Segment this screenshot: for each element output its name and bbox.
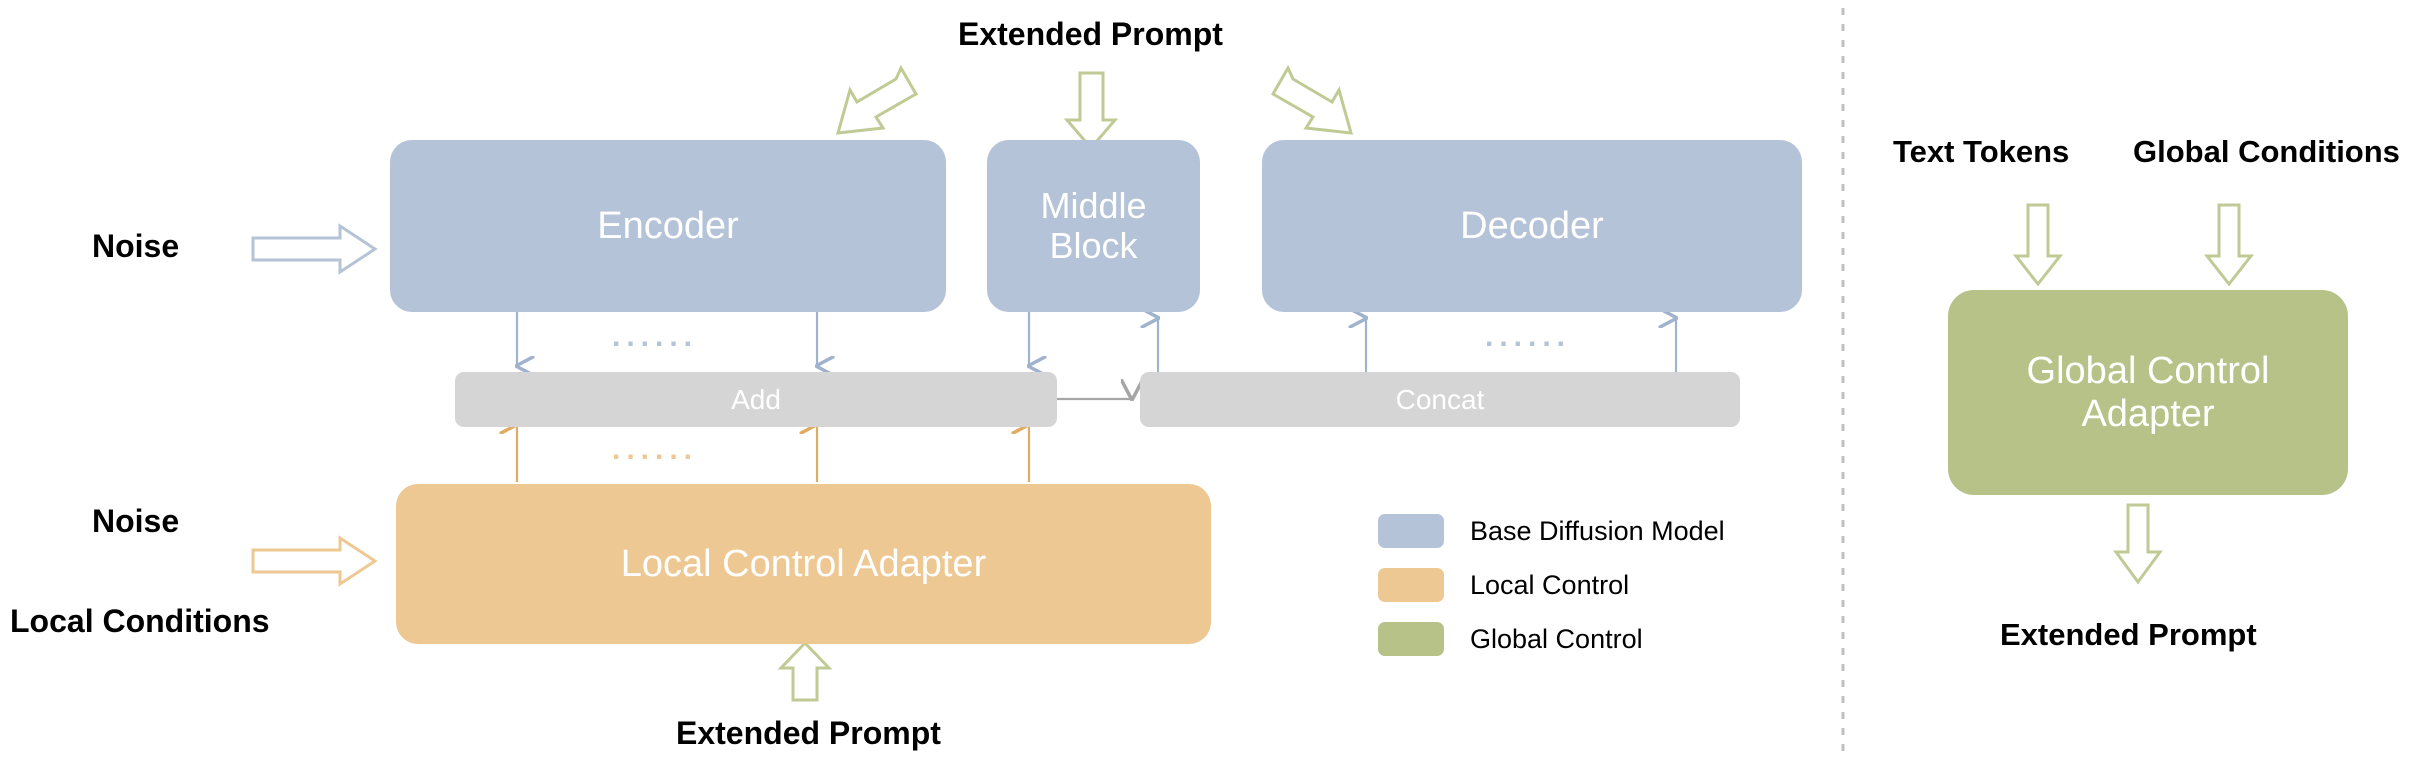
label-noise-bottom: Noise — [92, 503, 180, 539]
label-extended-prompt-bottom: Extended Prompt — [676, 715, 941, 751]
extended-prompt-to-middleblock-arrow — [1063, 71, 1119, 151]
extended-prompt-to-encoder-arrow — [835, 64, 919, 135]
legend-label-global-control: Global Control — [1470, 623, 1643, 654]
block-encoder-label: Encoder — [597, 204, 739, 247]
noise-to-encoder-arrow — [251, 223, 378, 275]
block-middle-block-label-line2: Block — [1049, 225, 1138, 266]
block-middle-block[interactable]: Middle Block — [987, 140, 1200, 312]
label-extended-prompt-top: Extended Prompt — [958, 16, 1223, 52]
block-decoder-label: Decoder — [1460, 204, 1604, 247]
adapter-add-ellipsis: ...... — [612, 433, 699, 466]
text-tokens-to-global-adapter-arrow — [2012, 203, 2064, 287]
adapter-to-add-arrows — [517, 424, 1029, 482]
extended-prompt-to-decoder-arrow — [1270, 64, 1354, 135]
legend: Base Diffusion Model Local Control Globa… — [1378, 514, 1725, 656]
legend-item-global-control: Global Control — [1378, 622, 1725, 656]
block-global-control-adapter-label-line2: Adapter — [2081, 392, 2215, 435]
block-encoder[interactable]: Encoder — [390, 140, 946, 312]
block-local-control-adapter-label: Local Control Adapter — [620, 542, 987, 585]
concat-decoder-ellipsis: ...... — [1485, 320, 1572, 353]
block-add[interactable]: Add — [455, 372, 1057, 427]
block-global-control-adapter[interactable]: Global Control Adapter — [1948, 290, 2348, 495]
block-concat-label: Concat — [1395, 383, 1485, 415]
legend-label-local-control: Local Control — [1470, 569, 1630, 600]
block-decoder[interactable]: Decoder — [1262, 140, 1802, 312]
legend-label-base-diffusion-model: Base Diffusion Model — [1470, 515, 1725, 546]
label-global-conditions: Global Conditions — [2133, 134, 2400, 169]
global-conditions-to-global-adapter-arrow — [2203, 203, 2255, 287]
label-text-tokens: Text Tokens — [1893, 134, 2070, 169]
label-noise-top: Noise — [92, 228, 180, 264]
noise-to-adapter-arrow — [251, 535, 378, 587]
block-add-label: Add — [731, 383, 781, 415]
legend-swatch-local-control — [1378, 568, 1444, 602]
legend-item-base-diffusion-model: Base Diffusion Model — [1378, 514, 1725, 548]
label-extended-prompt-right: Extended Prompt — [2000, 617, 2257, 652]
encoder-add-ellipsis: ...... — [612, 320, 699, 353]
concat-to-blocks-arrows — [1158, 318, 1676, 378]
legend-swatch-global-control — [1378, 622, 1444, 656]
block-concat[interactable]: Concat — [1140, 372, 1740, 427]
legend-item-local-control: Local Control — [1378, 568, 1725, 602]
block-global-control-adapter-label-line1: Global Control — [2026, 349, 2270, 392]
global-adapter-to-extended-prompt-arrow — [2113, 503, 2163, 585]
legend-swatch-base-diffusion-model — [1378, 514, 1444, 548]
extended-prompt-to-adapter-arrow — [777, 640, 833, 702]
block-middle-block-label-line1: Middle — [1040, 184, 1147, 226]
block-local-control-adapter[interactable]: Local Control Adapter — [396, 484, 1211, 644]
label-local-conditions: Local Conditions — [10, 603, 270, 639]
